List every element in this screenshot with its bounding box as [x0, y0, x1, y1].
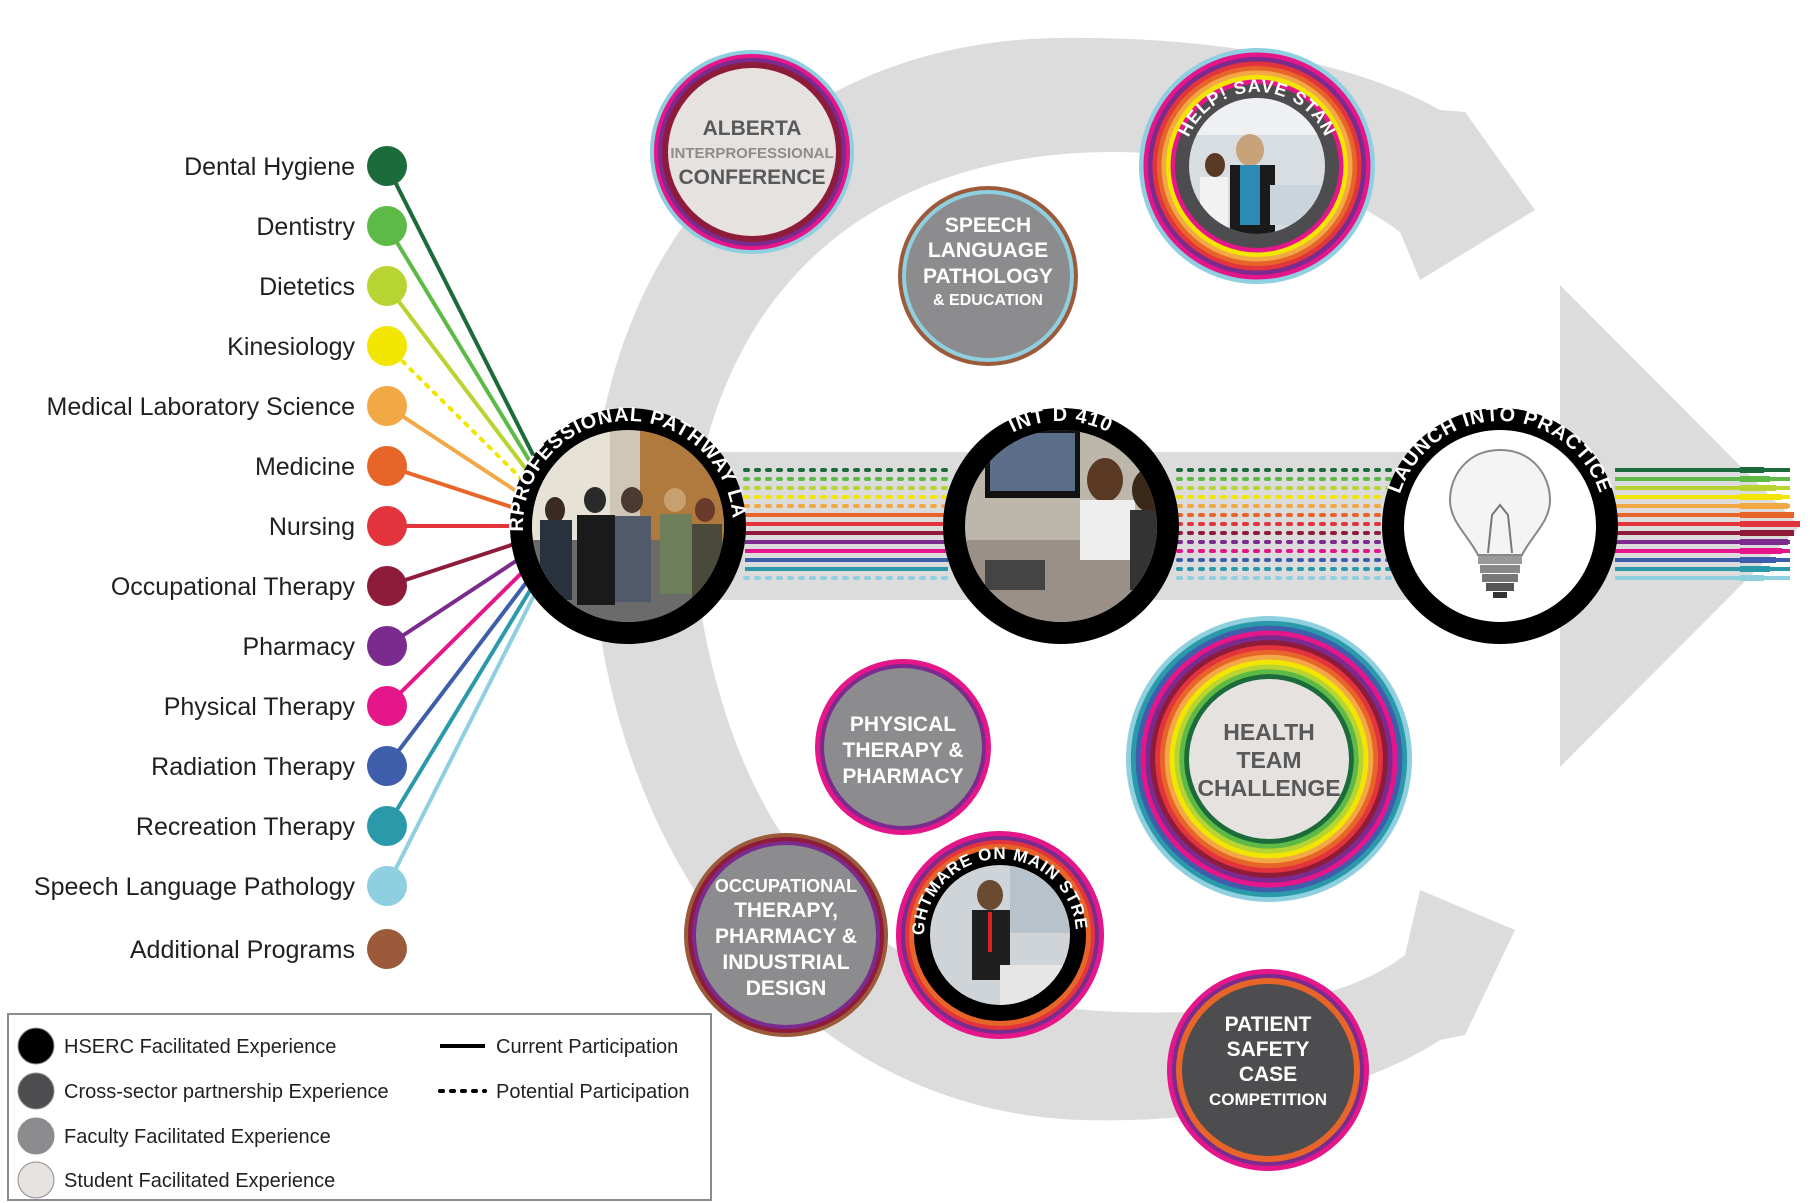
health-line-1: HEALTH	[1223, 719, 1315, 745]
patient-line-4: COMPETITION	[1209, 1090, 1327, 1109]
launch-into-practice-circle[interactable]: LAUNCH INTO PRACTICE	[1382, 404, 1618, 644]
ot-pharmacy-design-circle[interactable]: OCCUPATIONAL THERAPY, PHARMACY & INDUSTR…	[684, 833, 888, 1037]
otpharm-line-2: THERAPY,	[734, 899, 838, 922]
legend-faculty-label: Faculty Facilitated Experience	[64, 1126, 331, 1148]
otpharm-line-5: DESIGN	[746, 977, 827, 1000]
program-label-recreation-therapy[interactable]: Recreation Therapy	[136, 813, 356, 841]
legend-potential-label: Potential Participation	[496, 1081, 689, 1103]
lightbulb-icon	[1448, 448, 1552, 598]
band-intd-to-practice	[1176, 468, 1392, 580]
program-dot-occupational-therapy[interactable]	[367, 566, 407, 606]
program-list: Dental HygieneDentistryDieteticsKinesiol…	[34, 146, 407, 969]
intd410-circle[interactable]: INT D 410	[943, 404, 1179, 644]
legend-hserc-swatch	[17, 1027, 55, 1065]
connector-speech-language-pathology	[385, 543, 562, 887]
otpharm-line-4: INDUSTRIAL	[722, 951, 849, 974]
physpharm-line-3: PHARMACY	[842, 765, 963, 788]
alberta-line-3: CONFERENCE	[678, 166, 825, 189]
nurse-photo	[930, 865, 1070, 1005]
connector-dental-hygiene	[385, 165, 562, 509]
program-label-radiation-therapy[interactable]: Radiation Therapy	[151, 753, 355, 781]
main-straight-arrow	[620, 285, 1800, 767]
program-dot-physical-therapy[interactable]	[367, 686, 407, 726]
alberta-line-1: ALBERTA	[703, 117, 802, 140]
speech-language-pathology-circle[interactable]: SPEECH LANGUAGE PATHOLOGY & EDUCATION	[898, 186, 1078, 366]
program-label-additional-programs[interactable]: Additional Programs	[130, 936, 355, 964]
speech-line-4: & EDUCATION	[933, 292, 1043, 309]
program-dot-recreation-therapy[interactable]	[367, 806, 407, 846]
help-save-stan-circle[interactable]: HELP! SAVE STAN	[1139, 48, 1375, 284]
patient-safety-circle[interactable]: PATIENT SAFETY CASE COMPETITION	[1167, 969, 1369, 1171]
speech-line-1: SPEECH	[945, 214, 1031, 237]
program-dot-dental-hygiene[interactable]	[367, 146, 407, 186]
program-dot-dietetics[interactable]	[367, 266, 407, 306]
group-photo	[532, 430, 724, 622]
band-practice-to-tip	[1615, 467, 1800, 581]
otpharm-line-3: PHARMACY &	[715, 925, 857, 948]
legend-current-label: Current Participation	[496, 1036, 678, 1058]
alberta-conference-circle[interactable]: ALBERTA INTERPROFESSIONAL CONFERENCE	[650, 50, 854, 254]
physical-therapy-pharmacy-circle[interactable]: PHYSICAL THERAPY & PHARMACY	[815, 659, 991, 835]
alberta-line-2: INTERPROFESSIONAL	[670, 145, 833, 162]
legend-cross-sector-swatch	[17, 1072, 55, 1110]
speech-line-3: PATHOLOGY	[923, 265, 1053, 288]
health-line-2: TEAM	[1236, 747, 1301, 773]
legend-box	[7, 1013, 712, 1201]
program-dot-pharmacy[interactable]	[367, 626, 407, 666]
patient-line-1: PATIENT	[1225, 1013, 1312, 1036]
program-dot-nursing[interactable]	[367, 506, 407, 546]
program-dot-medical-laboratory-science[interactable]	[367, 386, 407, 426]
program-dot-additional-programs[interactable]	[367, 929, 407, 969]
otpharm-line-1: OCCUPATIONAL	[715, 876, 857, 896]
patient-line-3: CASE	[1239, 1063, 1297, 1086]
band-launch-to-intd	[743, 468, 950, 580]
health-team-challenge-circle[interactable]: HEALTH TEAM CHALLENGE	[1126, 616, 1412, 902]
simulation-photo	[1189, 98, 1325, 234]
program-label-dietetics[interactable]: Dietetics	[259, 273, 355, 301]
program-label-medical-laboratory-science[interactable]: Medical Laboratory Science	[47, 393, 356, 421]
program-dot-radiation-therapy[interactable]	[367, 746, 407, 786]
program-label-occupational-therapy[interactable]: Occupational Therapy	[111, 573, 356, 601]
program-label-medicine[interactable]: Medicine	[255, 453, 355, 481]
health-line-3: CHALLENGE	[1197, 775, 1340, 801]
program-label-dentistry[interactable]: Dentistry	[256, 213, 355, 241]
legend-faculty-swatch	[17, 1117, 55, 1155]
legend-student-label: Student Facilitated Experience	[64, 1170, 335, 1192]
legend-cross-sector-label: Cross-sector partnership Experience	[64, 1081, 389, 1103]
speech-line-2: LANGUAGE	[928, 239, 1048, 262]
program-label-physical-therapy[interactable]: Physical Therapy	[164, 693, 356, 721]
program-dot-kinesiology[interactable]	[367, 326, 407, 366]
program-label-kinesiology[interactable]: Kinesiology	[227, 333, 355, 361]
program-label-speech-language-pathology[interactable]: Speech Language Pathology	[34, 873, 356, 901]
program-label-dental-hygiene[interactable]: Dental Hygiene	[184, 153, 355, 181]
program-label-pharmacy[interactable]: Pharmacy	[242, 633, 355, 661]
physpharm-line-1: PHYSICAL	[850, 713, 956, 736]
legend-hserc-label: HSERC Facilitated Experience	[64, 1036, 336, 1058]
program-dot-medicine[interactable]	[367, 446, 407, 486]
legend-student-swatch	[17, 1161, 55, 1199]
program-label-nursing[interactable]: Nursing	[269, 513, 355, 541]
legend: HSERC Facilitated Experience Cross-secto…	[7, 1013, 712, 1201]
physpharm-line-2: THERAPY &	[843, 739, 964, 762]
program-dot-dentistry[interactable]	[367, 206, 407, 246]
patient-line-2: SAFETY	[1227, 1038, 1310, 1061]
program-dot-speech-language-pathology[interactable]	[367, 866, 407, 906]
